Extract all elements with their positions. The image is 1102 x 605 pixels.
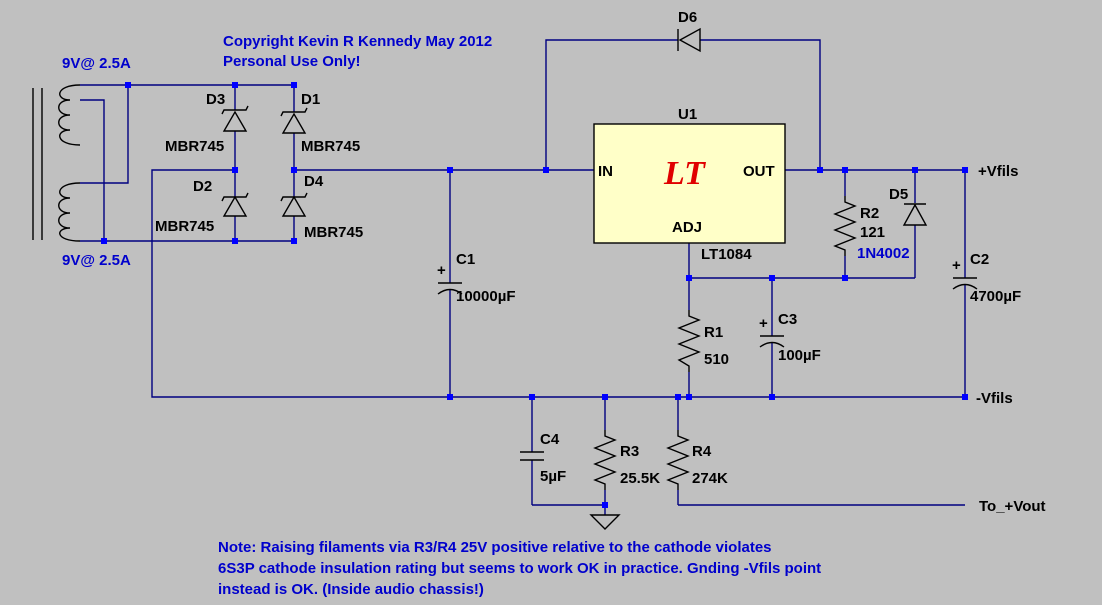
svg-text:R3: R3 — [620, 443, 639, 460]
svg-text:+: + — [437, 262, 446, 279]
regulator-u1: U1 IN OUT ADJ LT1084 LT — [593, 106, 786, 263]
svg-text:C3: C3 — [778, 311, 797, 328]
svg-text:100µF: 100µF — [778, 347, 821, 364]
svg-text:D4: D4 — [304, 173, 324, 190]
net-vout-label: To_+Vout — [979, 498, 1046, 515]
diode-d1: D1 MBR745 — [280, 91, 360, 155]
transformer: 9V@ 2.5A 9V@ 2.5A — [32, 55, 131, 269]
svg-text:510: 510 — [704, 351, 729, 368]
svg-text:+: + — [952, 257, 961, 274]
svg-text:C1: C1 — [456, 251, 475, 268]
ground-icon — [589, 514, 621, 530]
diode-d3: D3 MBR745 — [165, 91, 249, 155]
svg-text:D6: D6 — [678, 9, 697, 26]
lt-logo: LT — [663, 155, 706, 192]
svg-text:+: + — [759, 315, 768, 332]
svg-text:D1: D1 — [301, 91, 320, 108]
resistor-r1: R1 510 — [677, 310, 729, 372]
svg-text:MBR745: MBR745 — [155, 218, 214, 235]
capacitor-c3: + C3 100µF — [759, 311, 821, 364]
diode-d4: D4 MBR745 — [280, 173, 363, 241]
svg-text:MBR745: MBR745 — [301, 138, 360, 155]
svg-text:R2: R2 — [860, 205, 879, 222]
note-line2: 6S3P cathode insulation rating but seems… — [218, 560, 821, 577]
resistor-r4: R4 274K — [666, 430, 728, 490]
diode-d2: D2 MBR745 — [155, 178, 249, 235]
svg-text:OUT: OUT — [743, 163, 775, 180]
note-line1: Note: Raising filaments via R3/R4 25V po… — [218, 539, 772, 556]
svg-text:MBR745: MBR745 — [304, 224, 363, 241]
svg-text:R1: R1 — [704, 324, 723, 341]
junctions — [101, 82, 968, 508]
svg-text:D3: D3 — [206, 91, 225, 108]
copyright-line2: Personal Use Only! — [223, 53, 361, 70]
svg-text:ADJ: ADJ — [672, 219, 702, 236]
svg-text:C4: C4 — [540, 431, 560, 448]
svg-text:10000µF: 10000µF — [456, 288, 516, 305]
svg-text:LT1084: LT1084 — [701, 246, 752, 263]
resistor-r2: R2 121 — [833, 196, 885, 256]
note-line3: instead is OK. (Inside audio chassis!) — [218, 581, 484, 598]
svg-text:MBR745: MBR745 — [165, 138, 224, 155]
net-pos-label: +Vfils — [978, 163, 1018, 180]
copyright-line1: Copyright Kevin R Kennedy May 2012 — [223, 33, 492, 50]
svg-text:25.5K: 25.5K — [620, 470, 660, 487]
diode-d6: D6 — [677, 9, 701, 53]
svg-text:D5: D5 — [889, 186, 908, 203]
svg-text:C2: C2 — [970, 251, 989, 268]
capacitor-c1: + C1 10000µF — [437, 251, 516, 305]
svg-text:5µF: 5µF — [540, 468, 566, 485]
transformer-top-label: 9V@ 2.5A — [62, 55, 131, 72]
svg-text:R4: R4 — [692, 443, 712, 460]
diode-d5: D5 1N4002 — [857, 186, 928, 262]
wires — [80, 39, 966, 515]
transformer-winding-top — [58, 84, 81, 146]
transformer-bottom-label: 9V@ 2.5A — [62, 252, 131, 269]
svg-text:D2: D2 — [193, 178, 212, 195]
net-neg-label: -Vfils — [976, 390, 1013, 407]
resistor-r3: R3 25.5K — [593, 430, 660, 490]
svg-text:IN: IN — [598, 163, 613, 180]
capacitor-c2: + C2 4700µF — [952, 251, 1021, 305]
svg-text:4700µF: 4700µF — [970, 288, 1021, 305]
svg-text:121: 121 — [860, 224, 885, 241]
capacitor-c4: C4 5µF — [520, 431, 566, 485]
transformer-winding-bottom — [58, 182, 81, 242]
svg-text:U1: U1 — [678, 106, 697, 123]
svg-text:274K: 274K — [692, 470, 728, 487]
svg-text:1N4002: 1N4002 — [857, 245, 910, 262]
